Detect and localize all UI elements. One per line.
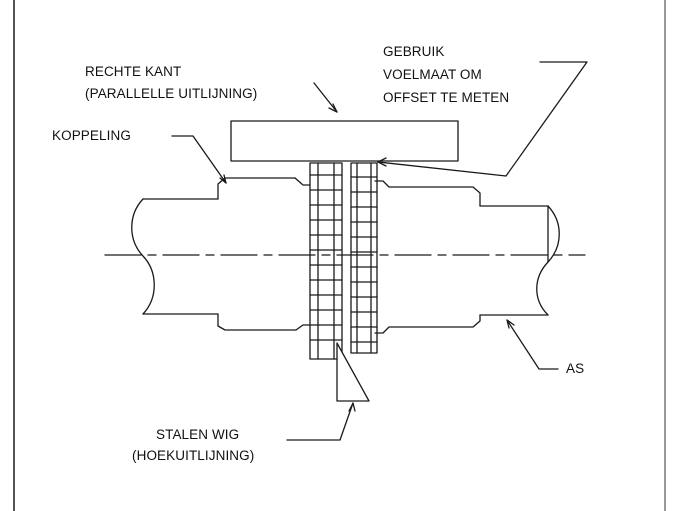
left-coupling-hub bbox=[217, 177, 311, 331]
steel-wedge bbox=[336, 342, 370, 402]
leader-stalen-wig bbox=[286, 402, 356, 441]
right-coupling-hub bbox=[374, 180, 481, 334]
leader-as bbox=[506, 319, 559, 370]
label-stalen-wig-line1: STALEN WIG bbox=[156, 427, 240, 442]
right-shaft bbox=[479, 205, 560, 316]
label-as: AS bbox=[566, 361, 585, 376]
label-gebruik-line2: VOELMAAT OM bbox=[383, 67, 482, 82]
left-shaft bbox=[131, 198, 219, 315]
label-gebruik-line1: GEBRUIK bbox=[383, 44, 445, 59]
right-gear bbox=[350, 162, 378, 354]
label-rechte-kant-line2: (PARALLELLE UITLIJNING) bbox=[85, 86, 258, 101]
leader-rechte-kant bbox=[313, 82, 338, 113]
label-stalen-wig-line2: (HOEKUITLIJNING) bbox=[132, 448, 255, 463]
label-koppeling: KOPPELING bbox=[52, 128, 131, 143]
left-gear bbox=[309, 162, 343, 360]
leader-koppeling bbox=[171, 135, 227, 184]
straight-edge-bar bbox=[230, 120, 459, 162]
leader-gebruik-voelmaat bbox=[377, 61, 588, 177]
label-gebruik-line3: OFFSET TE METEN bbox=[383, 90, 510, 105]
label-rechte-kant-line1: RECHTE KANT bbox=[85, 64, 182, 79]
